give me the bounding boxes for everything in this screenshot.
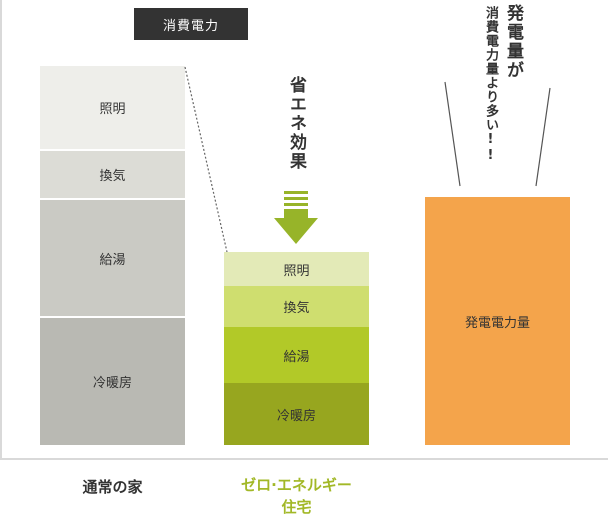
normal-house-bar: 照明 換気 給湯 冷暖房 — [40, 66, 185, 445]
legend-label: 消費電力 — [134, 8, 248, 40]
generation-bar: 発電電力量 — [425, 197, 570, 445]
normal-segment-heating-cooling: 冷暖房 — [40, 318, 185, 445]
normal-segment-hot-water: 給湯 — [40, 200, 185, 318]
zeh-label-line1: ゼロ·エネルギー — [241, 476, 352, 494]
generation-callout: 発電量が 消費電力量より多い!! — [480, 4, 524, 190]
generation-callout-line1: 発電量が — [503, 4, 523, 80]
zeh-segment-ventilation: 換気 — [224, 286, 369, 327]
normal-house-label: 通常の家 — [82, 478, 143, 496]
baseline — [0, 458, 608, 460]
down-arrow-icon — [274, 191, 318, 244]
zeh-segment-hot-water: 給湯 — [224, 327, 369, 383]
zeh-label-line2: 住宅 — [281, 498, 312, 516]
savings-label: 省エネ効果 — [286, 76, 306, 171]
zeh-bar: 照明 換気 給湯 冷暖房 — [224, 252, 369, 445]
generation-callout-line2: 消費電力量より多い!! — [483, 6, 498, 164]
zeh-label: ゼロ·エネルギー 住宅 — [204, 474, 389, 518]
zeh-segment-lighting: 照明 — [224, 252, 369, 286]
normal-segment-ventilation: 換気 — [40, 151, 185, 200]
left-axis-line — [0, 0, 2, 459]
normal-segment-lighting: 照明 — [40, 66, 185, 151]
zeh-segment-heating-cooling: 冷暖房 — [224, 383, 369, 445]
